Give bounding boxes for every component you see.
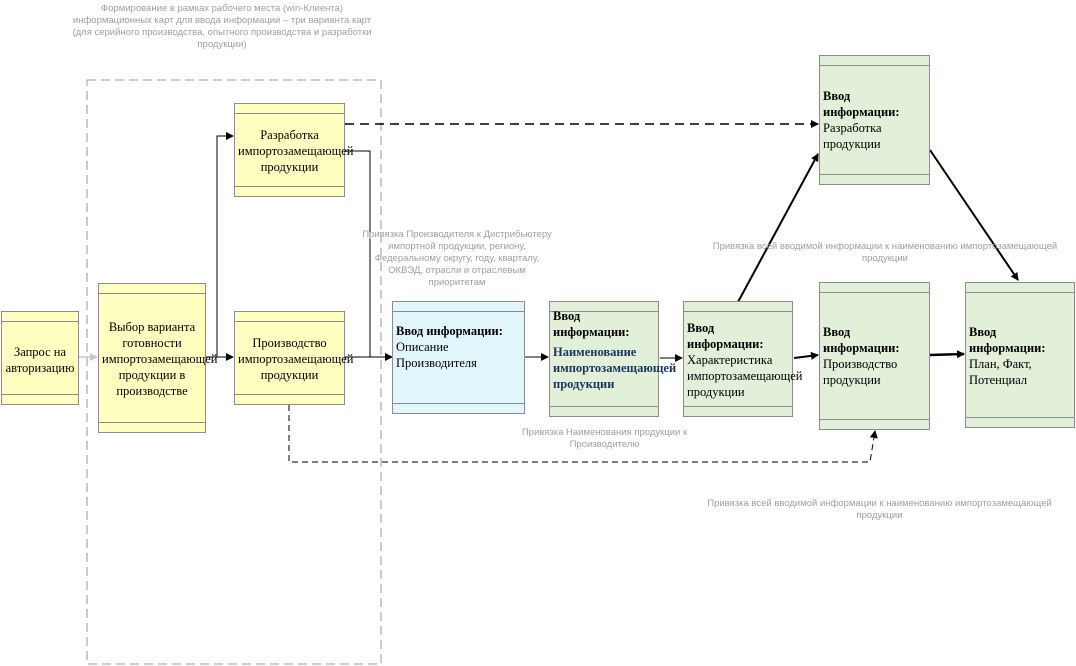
note-name-link: Привязка Наименования продукции к Произв… bbox=[521, 427, 688, 450]
choice-label: Выбор варианта готовности импортозамещаю… bbox=[102, 320, 218, 398]
production-label: Производство импортозамещающей продукции bbox=[238, 336, 354, 382]
production-box: Производство импортозамещающей продукции bbox=[234, 311, 354, 405]
input-name-box: Ввод информации: Наименование импортозам… bbox=[549, 301, 677, 417]
arrow-choice-to-development bbox=[206, 132, 234, 358]
input-production-text: Производство продукции bbox=[823, 357, 898, 387]
note-producer-link: Привязка Производителя к Дистрибьютеру и… bbox=[362, 229, 552, 288]
input-plan-title: Ввод информации: bbox=[969, 325, 1046, 355]
dashed-arrow-production-to-input bbox=[288, 405, 878, 463]
input-producer-box: Ввод информации: Описание Производителя bbox=[392, 301, 525, 414]
input-development-box: Ввод информации: Разработка продукции bbox=[819, 55, 930, 185]
input-production-title: Ввод информации: bbox=[823, 325, 900, 355]
arrow-development-input-to-plan bbox=[929, 149, 1019, 281]
input-development-text: Разработка продукции bbox=[823, 121, 882, 151]
note-all-link-top: Привязка всей вводимой информации к наим… bbox=[712, 241, 1058, 264]
input-plan-text: План, Факт, Потенциал bbox=[969, 357, 1032, 387]
input-characteristic-box: Ввод информации: Характеристика импортоз… bbox=[683, 301, 803, 417]
line-development-down bbox=[345, 150, 371, 357]
input-name-text: Наименование импортозамещающей продукции bbox=[553, 345, 677, 391]
development-label: Разработка импортозамещающей продукции bbox=[238, 128, 354, 174]
arrow-production-input-to-plan bbox=[929, 350, 965, 359]
auth-request-label: Запрос на авторизацию bbox=[5, 345, 75, 375]
workplace-boundary bbox=[86, 79, 382, 665]
input-producer-title: Ввод информации: bbox=[396, 324, 503, 338]
choice-box: Выбор варианта готовности импортозамещаю… bbox=[98, 283, 218, 433]
input-development-title: Ввод информации: bbox=[823, 89, 900, 119]
development-box: Разработка импортозамещающей продукции bbox=[234, 103, 354, 197]
arrow-characteristic-to-production-input bbox=[793, 351, 819, 360]
input-producer-text: Описание Производителя bbox=[396, 340, 477, 370]
input-name-title: Ввод информации: bbox=[553, 309, 630, 339]
input-production-box: Ввод информации: Производство продукции bbox=[819, 282, 930, 430]
input-characteristic-text: Характеристика импортозамещающей продукц… bbox=[687, 353, 803, 399]
note-workplace: Формирование в рамках рабочего места (wi… bbox=[72, 3, 372, 50]
note-all-link-bottom: Привязка всей вводимой информации к наим… bbox=[707, 498, 1052, 521]
input-characteristic-title: Ввод информации: bbox=[687, 321, 764, 351]
input-plan-box: Ввод информации: План, Факт, Потенциал bbox=[965, 282, 1075, 428]
arrow-characteristic-to-development-input bbox=[737, 153, 819, 303]
auth-request-box: Запрос на авторизацию bbox=[1, 311, 79, 405]
